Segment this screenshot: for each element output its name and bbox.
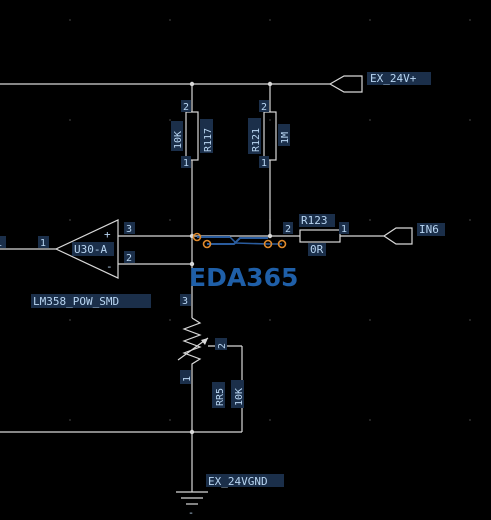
potentiometer-rr5[interactable]: 3 1 2 RR5 10K: [177, 294, 245, 408]
net-port-ex24v[interactable]: EX_24V+: [328, 72, 431, 93]
opamp-plus-sign: +: [104, 228, 111, 241]
grid-dot: [169, 19, 171, 21]
net-label-in6: IN6: [419, 223, 439, 236]
grid-dot: [69, 319, 71, 321]
opamp-pin-plus: 3: [126, 224, 132, 235]
grid-dot: [69, 19, 71, 21]
grid-dot: [469, 19, 471, 21]
jumper-pad: [192, 232, 202, 242]
net-port-in6[interactable]: IN6: [382, 223, 445, 245]
grid-dot: [369, 219, 371, 221]
grid-dot: [469, 419, 471, 421]
r117-pin-bottom: 1: [183, 158, 189, 169]
grid-dot: [469, 119, 471, 121]
junction-dot: [189, 429, 195, 435]
jumper-bridge[interactable]: [192, 232, 287, 249]
left-edge-pin-label: 1: [0, 238, 2, 249]
grid-dot: [269, 319, 271, 321]
r117-pin-top: 2: [183, 102, 189, 113]
opamp-minus-sign: -: [106, 260, 113, 273]
grid-dot: [369, 19, 371, 21]
r123-pin-left: 2: [285, 224, 291, 235]
r121-designator: R121: [251, 128, 262, 152]
grid-dot: [269, 19, 271, 21]
jumper-pad: [202, 239, 212, 249]
grid-dot: [469, 219, 471, 221]
grid-dot: [169, 419, 171, 421]
grid-dot: [369, 119, 371, 121]
ground-pin-label: -: [188, 508, 194, 519]
opamp-part-number: LM358_POW_SMD: [33, 295, 119, 308]
r121-pin-top: 2: [261, 102, 267, 113]
opamp-pin-out: 1: [40, 238, 46, 249]
junction-dot: [189, 81, 195, 87]
grid-dot: [369, 319, 371, 321]
grid-dot: [69, 219, 71, 221]
r123-pin-right: 1: [341, 224, 347, 235]
r121-pin-bottom: 1: [261, 158, 267, 169]
opamp-pin-minus: 2: [126, 253, 132, 264]
resistor-r123[interactable]: R123 2 1 0R: [283, 214, 349, 256]
r117-value: 10K: [173, 131, 184, 149]
net-label-gnd: EX_24VGND: [208, 475, 268, 488]
rr5-pin-bottom: 1: [182, 376, 193, 382]
grid-dot: [69, 119, 71, 121]
grid-dot: [169, 119, 171, 121]
grid-dot: [269, 119, 271, 121]
jumper-pad: [277, 239, 287, 249]
junction-dot: [267, 81, 273, 87]
grid-dot: [169, 319, 171, 321]
r123-value: 0R: [310, 243, 324, 256]
r121-value: 1M: [280, 132, 291, 144]
grid-dot: [269, 419, 271, 421]
grid-dot: [369, 419, 371, 421]
junction-dot: [267, 233, 273, 239]
jumper-pad: [263, 239, 273, 249]
rr5-pin-wiper: 2: [217, 343, 228, 349]
opamp-u30a[interactable]: U30-A + - 3 2 1 LM358_POW_SMD: [31, 219, 151, 308]
r117-designator: R117: [203, 128, 214, 152]
resistor-r121[interactable]: 2 1 R121 1M: [248, 100, 291, 169]
net-label-ex24v: EX_24V+: [370, 72, 417, 85]
rr5-value: 10K: [234, 388, 245, 406]
grid-dot: [69, 419, 71, 421]
rr5-pin-top: 3: [182, 296, 188, 307]
resistor-r117[interactable]: 2 1 10K R117: [171, 100, 214, 169]
opamp-designator: U30-A: [74, 243, 107, 256]
grid-dot: [169, 219, 171, 221]
watermark-logo: EDA365: [189, 263, 298, 292]
grid-dot: [469, 319, 471, 321]
grid-dots: [69, 19, 471, 421]
r123-designator: R123: [301, 214, 328, 227]
junction-dot: [189, 261, 195, 267]
ground-symbol[interactable]: -: [176, 491, 208, 519]
rr5-designator: RR5: [215, 388, 226, 406]
